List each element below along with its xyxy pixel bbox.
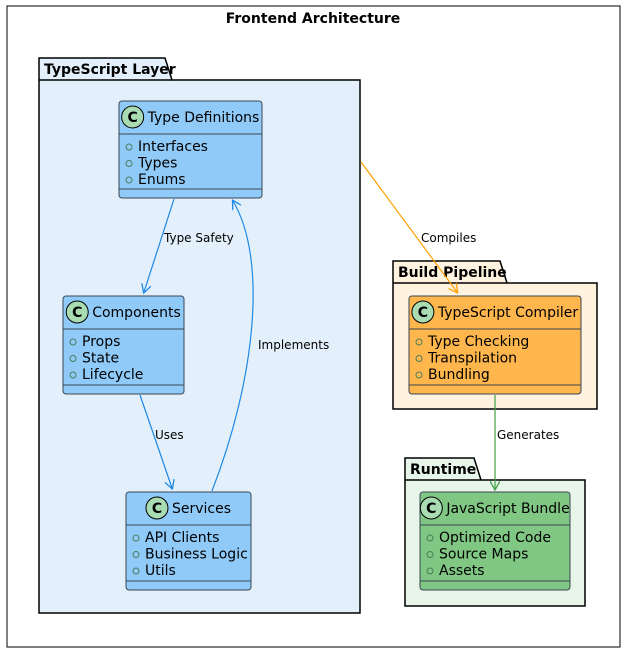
public-member-icon: [125, 176, 133, 184]
diagram-title: Frontend Architecture: [226, 11, 401, 27]
member-label: Lifecycle: [82, 367, 143, 383]
edge-label: Implements: [258, 338, 329, 352]
class-badge-icon: [419, 496, 443, 520]
member-label: State: [82, 351, 119, 367]
class-name: Type Definitions: [147, 110, 260, 126]
member-label: Assets: [439, 563, 485, 579]
member-label: Source Maps: [439, 547, 528, 563]
class-header: Type Definitions C: [121, 105, 260, 129]
class-member: Source Maps: [426, 547, 528, 563]
class-box: [118, 100, 263, 199]
class-badge-letter: C: [72, 305, 82, 321]
class-box: [419, 491, 571, 591]
class-badge-letter: C: [128, 110, 138, 126]
class-box: [62, 295, 185, 395]
public-member-icon: [132, 551, 140, 558]
class-header: TypeScript Compiler C: [411, 300, 578, 324]
member-label: Optimized Code: [439, 530, 551, 546]
class-badge-letter: C: [418, 305, 428, 321]
class-member: Lifecycle: [69, 367, 143, 383]
member-label: Business Logic: [145, 547, 248, 563]
edge-compiles: Compiles: [360, 161, 476, 292]
class-name: TypeScript Compiler: [437, 305, 578, 321]
member-label: Utils: [145, 563, 176, 579]
class-compiler: TypeScript Compiler C Type CheckingTranspi…: [408, 295, 582, 395]
public-member-icon: [415, 371, 423, 379]
class-badge-icon: [145, 496, 169, 520]
edge-implements: Implements: [211, 201, 329, 492]
edge-generates: Generates: [495, 395, 559, 489]
public-member-icon: [69, 371, 77, 379]
member-label: Bundling: [428, 367, 490, 383]
edge-type-safety: Type Safety: [144, 198, 234, 292]
member-label: API Clients: [145, 530, 219, 546]
member-label: Interfaces: [138, 139, 208, 155]
public-member-icon: [132, 534, 140, 542]
public-member-icon: [415, 338, 423, 346]
class-member: Bundling: [415, 367, 490, 383]
public-member-icon: [426, 551, 434, 558]
class-name: JavaScript Bundle: [445, 501, 569, 517]
class-header: JavaScript Bundle C: [419, 496, 570, 520]
edge-label: Uses: [155, 428, 184, 442]
edge-uses: Uses: [139, 394, 184, 488]
class-name: Services: [172, 501, 231, 517]
class-member: State: [69, 351, 119, 367]
class-member: Interfaces: [125, 139, 208, 155]
edge-label: Generates: [497, 428, 559, 442]
public-member-icon: [426, 534, 434, 542]
public-member-icon: [125, 143, 133, 151]
package-label: Runtime: [410, 462, 476, 478]
package-label: Build Pipeline: [398, 265, 507, 281]
member-label: Props: [82, 334, 120, 350]
member-label: Transpilation: [427, 351, 517, 367]
edge-label: Type Safety: [163, 231, 234, 245]
public-member-icon: [132, 567, 140, 575]
member-label: Enums: [138, 172, 186, 188]
public-member-icon: [69, 338, 77, 346]
class-member: Assets: [426, 563, 485, 579]
public-member-icon: [426, 567, 434, 575]
class-badge-letter: C: [152, 501, 162, 517]
class-badge-icon: [411, 300, 435, 324]
class-header: Components C: [65, 300, 181, 324]
public-member-icon: [415, 355, 423, 362]
class-member: Optimized Code: [426, 530, 551, 546]
class-member: Utils: [132, 563, 176, 579]
class-member: Props: [69, 334, 120, 350]
class-member: Enums: [125, 172, 186, 188]
class-member: Business Logic: [132, 547, 248, 563]
package-label: TypeScript Layer: [44, 62, 176, 78]
class-member: Type Checking: [415, 334, 529, 350]
edge-label: Compiles: [421, 231, 476, 245]
class-member: Types: [125, 156, 177, 172]
class-box: [408, 295, 582, 395]
class-badge-icon: [65, 300, 89, 324]
class-header: Services C: [145, 496, 231, 520]
public-member-icon: [125, 160, 133, 167]
class-member: API Clients: [132, 530, 219, 546]
class-member: Transpilation: [415, 351, 517, 367]
class-name: Components: [92, 305, 181, 321]
class-badge-icon: [121, 105, 145, 129]
member-label: Types: [137, 156, 177, 172]
member-label: Type Checking: [427, 334, 529, 350]
public-member-icon: [69, 355, 77, 362]
class-badge-letter: C: [426, 501, 436, 517]
